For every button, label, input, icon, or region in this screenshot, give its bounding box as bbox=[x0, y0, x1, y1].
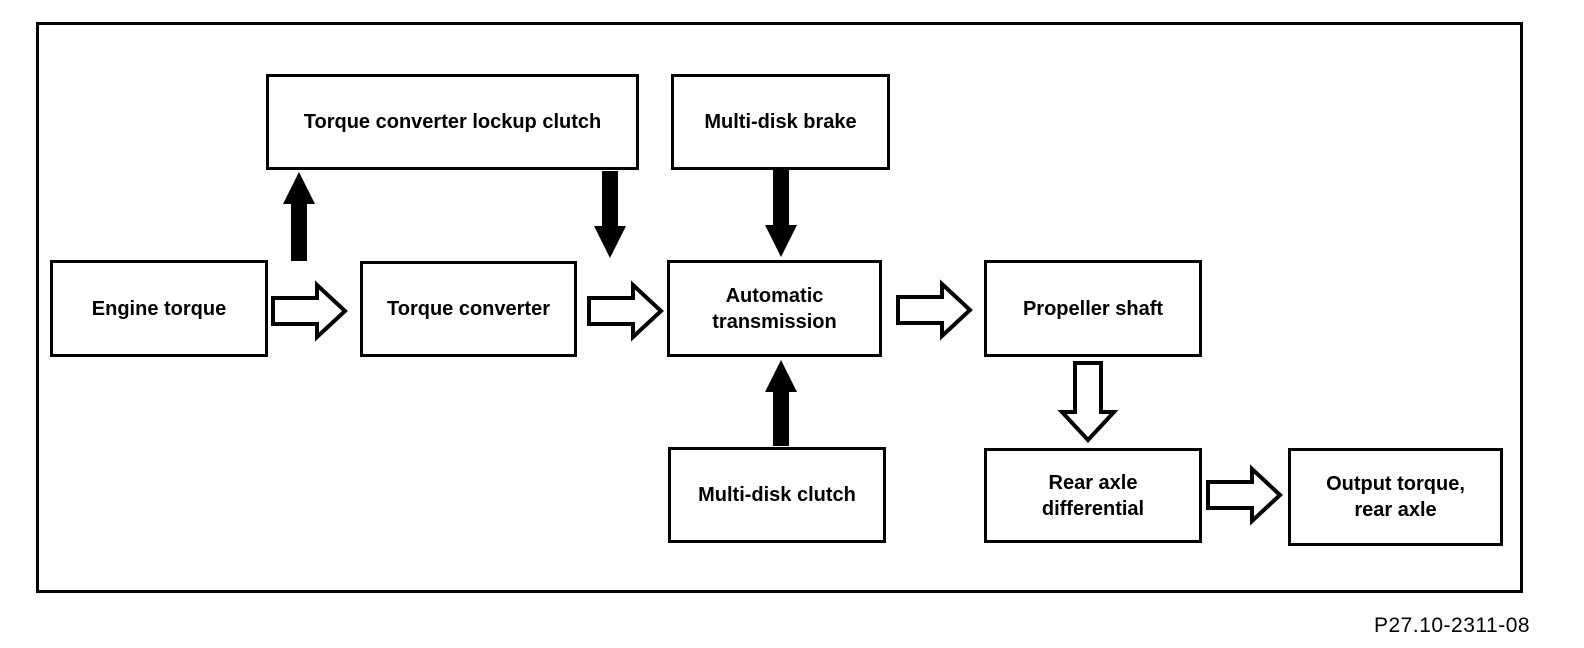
solid-down-arrow-from-lockup-clutch bbox=[594, 171, 626, 258]
box-rear-axle-differential: Rear axle differential bbox=[984, 448, 1202, 543]
hollow-arrow-converter-to-transmission bbox=[587, 280, 664, 342]
box-automatic-transmission: Automatic transmission bbox=[667, 260, 882, 357]
solid-up-arrow-clutch-to-transmission bbox=[765, 360, 797, 446]
box-torque-converter: Torque converter bbox=[360, 261, 577, 357]
solid-down-arrow-brake-to-transmission bbox=[765, 170, 797, 257]
box-multi-disk-brake: Multi-disk brake bbox=[671, 74, 890, 170]
box-torque-converter-lockup-clutch: Torque converter lockup clutch bbox=[266, 74, 639, 170]
hollow-arrow-propshaft-to-differential bbox=[1057, 361, 1119, 443]
box-engine-torque: Engine torque bbox=[50, 260, 268, 357]
hollow-arrow-differential-to-output bbox=[1206, 464, 1283, 526]
figure-code-label: P27.10-2311-08 bbox=[1374, 614, 1531, 637]
hollow-arrow-transmission-to-propshaft bbox=[896, 279, 973, 341]
box-propeller-shaft: Propeller shaft bbox=[984, 260, 1202, 357]
solid-up-arrow-to-lockup-clutch bbox=[283, 172, 315, 261]
box-output-torque-rear-axle: Output torque, rear axle bbox=[1288, 448, 1503, 546]
box-multi-disk-clutch: Multi-disk clutch bbox=[668, 447, 886, 543]
hollow-arrow-engine-to-converter bbox=[271, 280, 348, 342]
